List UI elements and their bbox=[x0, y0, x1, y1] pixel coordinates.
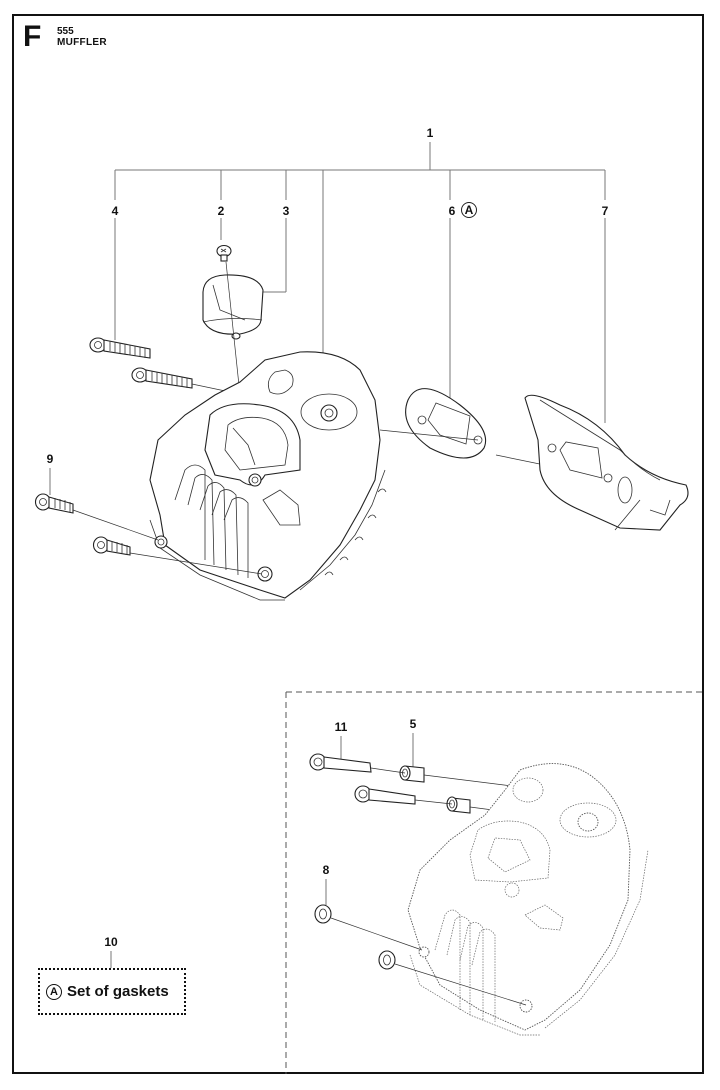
muffler-body-inset bbox=[407, 763, 649, 1036]
long-bolt-part-4-upper bbox=[89, 337, 151, 359]
diagram-title: MUFFLER bbox=[57, 37, 107, 48]
long-bolt-part-11-upper bbox=[309, 753, 372, 773]
callout-2: 2 bbox=[218, 204, 225, 218]
gasket-set-legend: A Set of gaskets bbox=[38, 968, 186, 1015]
callout-10: 10 bbox=[104, 935, 118, 949]
spacer-part-5-lower bbox=[446, 796, 471, 814]
screw-part-2 bbox=[216, 244, 232, 262]
gasket-badge-label: A bbox=[465, 203, 474, 217]
callout-7: 7 bbox=[602, 204, 609, 218]
legend-text: Set of gaskets bbox=[67, 983, 169, 1000]
muffler-body-part-1 bbox=[149, 351, 387, 601]
callout-6: 6 bbox=[449, 204, 456, 218]
long-bolt-part-4-lower bbox=[131, 367, 193, 389]
model-number: 555 bbox=[57, 26, 74, 37]
callout-5: 5 bbox=[410, 717, 417, 731]
cooling-plate-part-7 bbox=[524, 394, 689, 531]
callout-8: 8 bbox=[323, 863, 330, 877]
spark-arrestor-cap-part-3 bbox=[202, 274, 264, 340]
callout-3: 3 bbox=[283, 204, 290, 218]
diagram-frame bbox=[12, 14, 704, 1074]
callout-4: 4 bbox=[112, 204, 119, 218]
callout-1: 1 bbox=[427, 126, 434, 140]
gasket-part-6 bbox=[405, 388, 487, 459]
washer-part-8-upper bbox=[314, 904, 332, 924]
section-letter: F bbox=[23, 20, 42, 53]
gasket-group-badge-legend: A bbox=[46, 983, 62, 1000]
washer-part-8-lower bbox=[378, 950, 396, 970]
long-bolt-part-11-lower bbox=[354, 785, 416, 805]
spacer-part-5-upper bbox=[399, 765, 425, 783]
callout-11: 11 bbox=[335, 720, 348, 734]
gasket-group-badge: A bbox=[461, 202, 477, 218]
short-bolt-part-9-lower bbox=[92, 536, 131, 556]
callout-tree bbox=[114, 142, 606, 423]
callout-9: 9 bbox=[47, 452, 54, 466]
short-bolt-part-9-upper bbox=[34, 493, 74, 514]
inset-boundary bbox=[285, 691, 706, 1074]
